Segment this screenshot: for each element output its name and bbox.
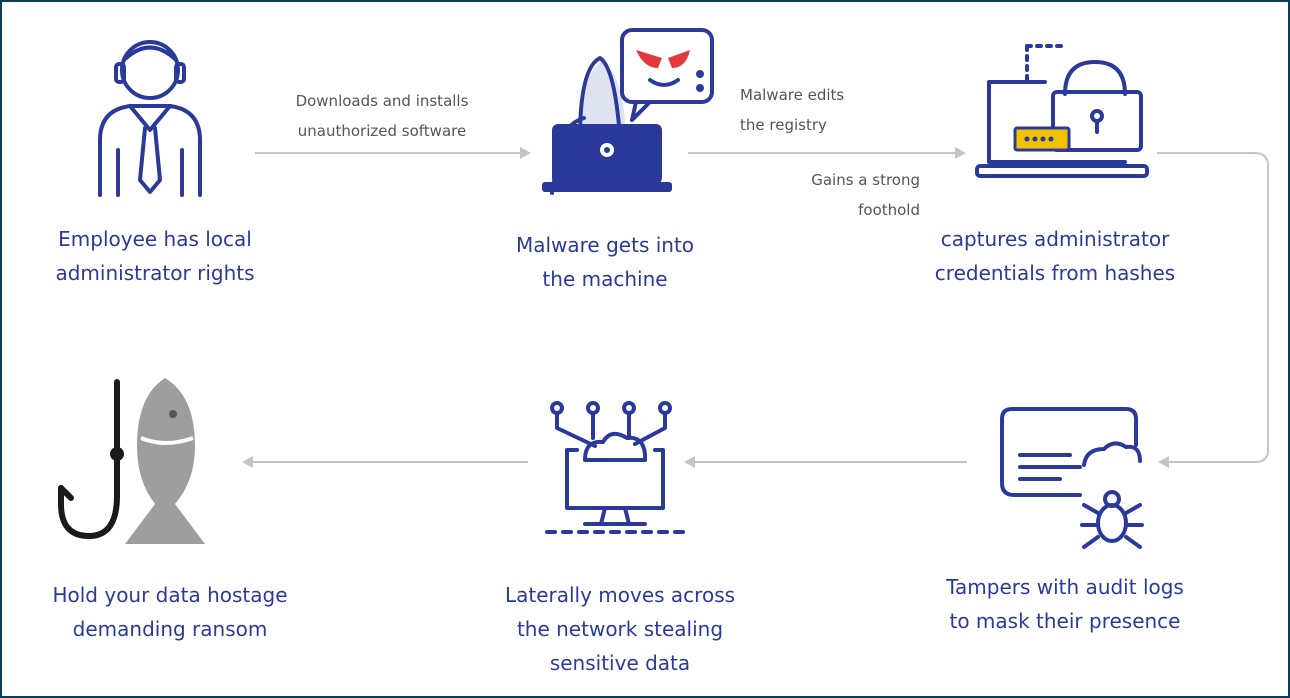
edge-label-line: Malware edits xyxy=(740,86,845,104)
edge-label-line: the registry xyxy=(740,116,827,134)
edge-label-line: Downloads and installs xyxy=(295,92,469,110)
arrowhead-3 xyxy=(1158,456,1169,468)
network-computer-icon xyxy=(545,401,685,534)
arrowhead-5 xyxy=(242,456,253,468)
fish-shape xyxy=(125,378,205,544)
label-line: the network stealing xyxy=(516,617,724,641)
arrowhead-4 xyxy=(684,456,695,468)
label-line: credentials from hashes xyxy=(934,261,1176,285)
node-label-ransom: Hold your data hostage demanding ransom xyxy=(20,578,320,646)
label-line: demanding ransom xyxy=(72,617,268,641)
edge-label-foothold: Gains a strong foothold xyxy=(760,165,920,225)
edge-label-line: unauthorized software xyxy=(297,122,467,140)
edge-label-registry: Malware edits the registry xyxy=(740,80,900,140)
edge-label-line: Gains a strong xyxy=(811,171,920,189)
label-line: Malware gets into xyxy=(515,233,695,257)
label-line: administrator rights xyxy=(55,261,255,285)
node-label-credentials: captures administrator credentials from … xyxy=(900,222,1210,290)
label-line: Tampers with audit logs xyxy=(946,575,1184,599)
label-line: Hold your data hostage xyxy=(52,583,288,607)
arrowhead-1 xyxy=(520,147,531,159)
bug-document-icon xyxy=(1000,407,1144,549)
edge-label-line: foothold xyxy=(858,201,920,219)
hacker-icon xyxy=(542,28,714,195)
node-label-employee: Employee has local administrator rights xyxy=(25,222,285,290)
node-label-audit: Tampers with audit logs to mask their pr… xyxy=(915,570,1215,638)
label-line: sensitive data xyxy=(549,651,691,675)
arrow-credentials-to-audit xyxy=(1157,152,1269,463)
arrowhead-2 xyxy=(955,147,966,159)
label-line: the machine xyxy=(542,267,668,291)
locked-laptop-icon xyxy=(975,44,1149,178)
employee-icon xyxy=(98,40,202,197)
edge-label-download: Downloads and installs unauthorized soft… xyxy=(262,86,502,146)
label-line: to mask their presence xyxy=(949,609,1181,633)
label-line: Employee has local xyxy=(58,227,252,251)
label-line: captures administrator xyxy=(940,227,1170,251)
node-label-lateral: Laterally moves across the network steal… xyxy=(470,578,770,680)
fish-hook-icon xyxy=(58,378,205,544)
label-line: Laterally moves across xyxy=(504,583,736,607)
node-label-malware: Malware gets into the machine xyxy=(480,228,730,296)
